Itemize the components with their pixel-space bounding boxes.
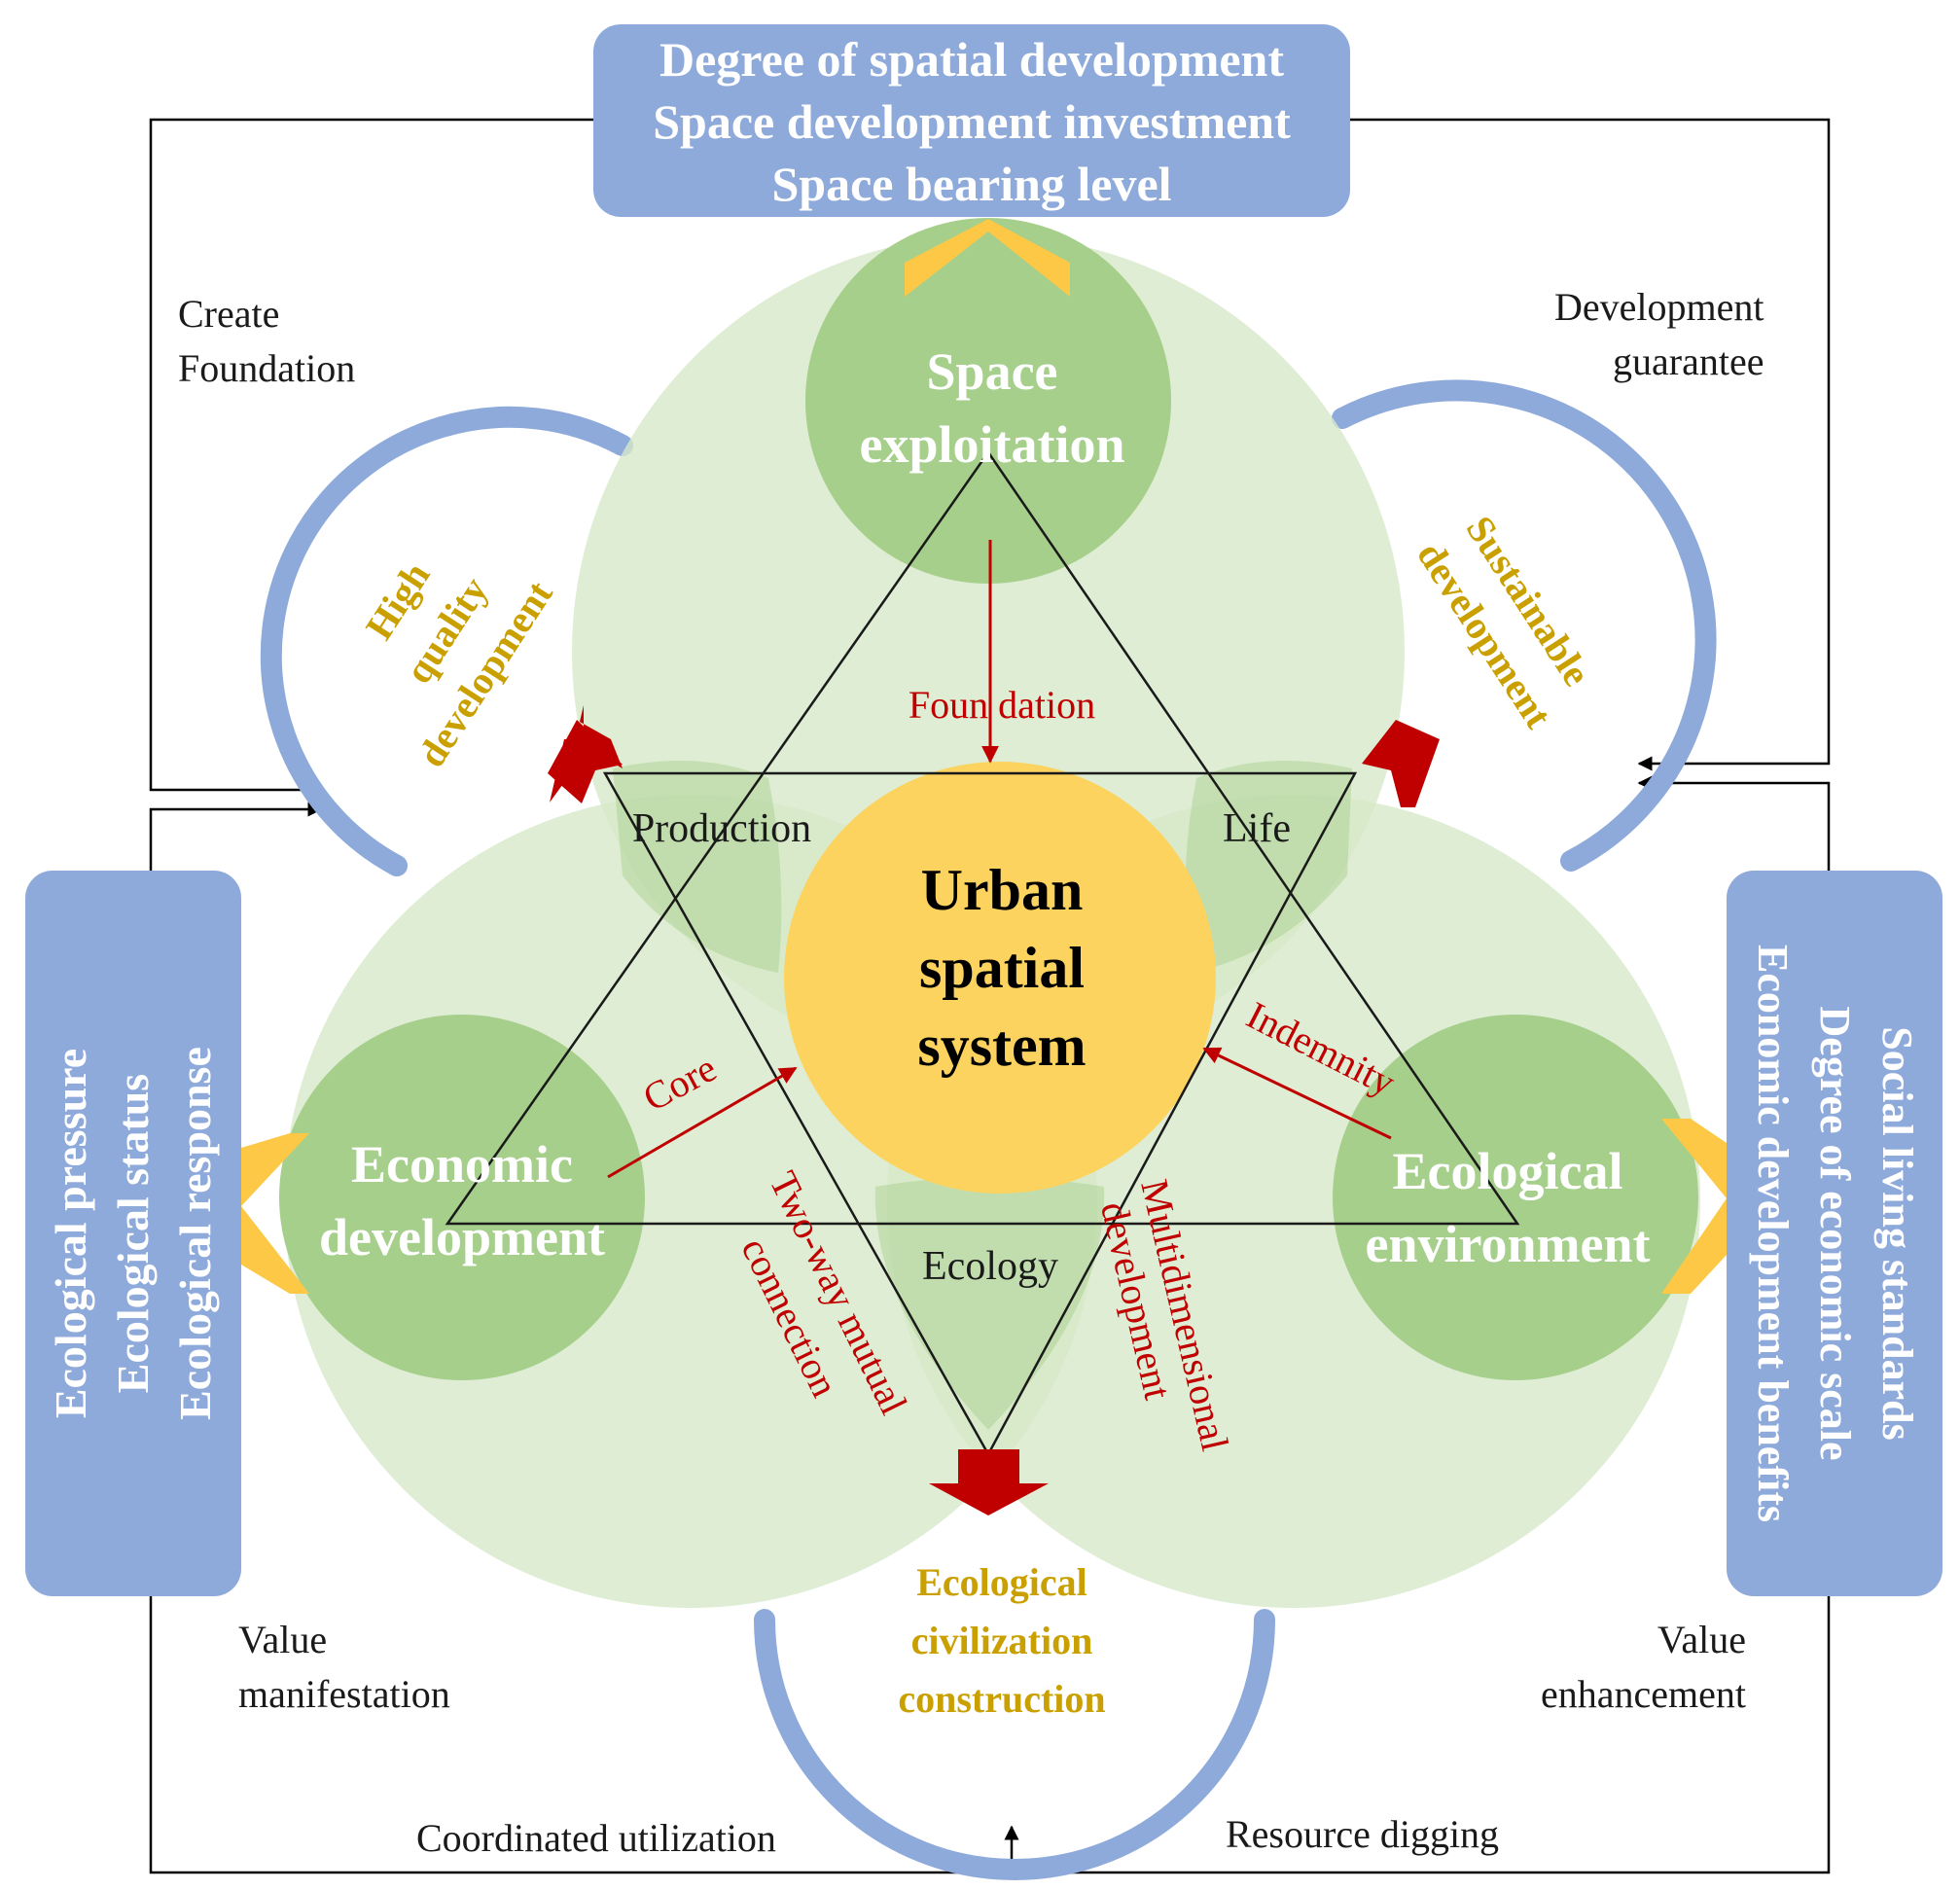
- arc-civilization: [754, 1609, 1275, 1880]
- zone-labels: Production Life Ecology: [632, 806, 1291, 1289]
- create-foundation-line-1: Create: [178, 292, 280, 336]
- red-block-arrows: [548, 705, 1440, 1516]
- label-civilization: civilization: [911, 1619, 1093, 1662]
- arc-sustainable: [1332, 379, 1717, 872]
- label-development-guarantee: Development guarantee: [1554, 280, 1764, 389]
- label-ecology: Ecology: [922, 1244, 1058, 1289]
- arrow-indemnity: [1202, 1047, 1392, 1140]
- label-spatial: spatial: [919, 936, 1085, 1000]
- chevron-top: [905, 219, 1070, 297]
- label-space-exploitation-2: exploitation: [859, 415, 1124, 474]
- connector-top-right: [1350, 118, 1831, 771]
- label-coordinated-utilization: Coordinated utilization: [416, 1816, 776, 1860]
- right-box-line-3: Economic development benefits: [1749, 945, 1797, 1522]
- left-box-line-1: Ecological pressure: [46, 1048, 95, 1419]
- label-ecological-civ: Ecological: [916, 1560, 1087, 1604]
- label-production: Production: [632, 806, 811, 851]
- relation-arrows: [607, 540, 1392, 1179]
- right-indicator-box: Social living standards Degree of econom…: [1727, 871, 1942, 1596]
- right-box-line-1: Social living standards: [1873, 1026, 1921, 1441]
- star-triangles: [445, 449, 1520, 1457]
- chevron-left: [241, 1133, 309, 1294]
- label-ecological-environment-2: environment: [1366, 1215, 1651, 1273]
- connector-top-left: [149, 118, 593, 798]
- label-resource-digging: Resource digging: [1226, 1812, 1500, 1856]
- chevrons: [241, 219, 1727, 1294]
- left-box-text: Ecological pressure Ecological status Ec…: [40, 1047, 227, 1420]
- label-foundation: Foun dation: [909, 683, 1095, 727]
- label-system: system: [917, 1014, 1086, 1078]
- overlap-zones: [613, 761, 1352, 1430]
- top-box-line-1: Degree of spatial development: [659, 32, 1285, 87]
- right-box-line-2: Degree of economic scale: [1811, 1006, 1859, 1461]
- circle-space-exploitation: [805, 218, 1171, 584]
- label-economic-development-2: development: [319, 1208, 605, 1266]
- development-guarantee-line-2: guarantee: [1613, 339, 1764, 383]
- value-manifestation-line-1: Value: [238, 1618, 328, 1661]
- red-arrow-bottom: [929, 1449, 1049, 1516]
- circle-texts: Space exploitation Economic development …: [319, 342, 1650, 1273]
- label-economic-development: Economic: [351, 1135, 573, 1194]
- chevron-right: [1661, 1119, 1727, 1294]
- create-foundation-line-2: Foundation: [178, 346, 356, 390]
- label-urban: Urban: [921, 858, 1084, 922]
- development-guarantee-line-1: Development: [1554, 285, 1764, 329]
- left-box-line-2: Ecological status: [108, 1073, 158, 1394]
- label-space-exploitation: Space: [927, 342, 1058, 401]
- value-enhancement-line-1: Value: [1657, 1618, 1746, 1661]
- zone-ecology: [874, 1177, 1105, 1430]
- label-ecological-environment: Ecological: [1393, 1142, 1623, 1200]
- label-create-foundation: Create Foundation: [178, 287, 355, 396]
- red-arrow-left-head: [548, 720, 623, 803]
- connector-right-up: [1637, 775, 1831, 871]
- arrow-core: [607, 1066, 798, 1179]
- left-box-line-3: Ecological response: [170, 1047, 220, 1420]
- left-indicator-box: Ecological pressure Ecological status Ec…: [25, 871, 241, 1596]
- red-arrow-right-head: [1362, 720, 1440, 807]
- label-value-manifestation: Value manifestation: [238, 1613, 450, 1722]
- label-value-enhancement: Value enhancement: [1498, 1613, 1746, 1722]
- zone-life: [1185, 761, 1352, 973]
- arc-high-quality: [260, 406, 633, 876]
- triangle-down: [602, 771, 1358, 1457]
- top-indicator-box: Degree of spatial development Space deve…: [593, 24, 1350, 217]
- value-manifestation-line-2: manifestation: [238, 1672, 450, 1716]
- value-enhancement-line-2: enhancement: [1541, 1672, 1746, 1716]
- inner-circles: [279, 218, 1698, 1380]
- circle-urban-spatial-system: [784, 762, 1216, 1194]
- top-box-line-3: Space bearing level: [771, 157, 1172, 211]
- blue-arcs: [260, 379, 1717, 1880]
- connector-left-up: [149, 802, 323, 871]
- label-construction: construction: [898, 1677, 1105, 1721]
- circle-ecological-environment: [1333, 1015, 1698, 1380]
- right-box-text: Social living standards Degree of econom…: [1741, 945, 1928, 1522]
- top-box-line-2: Space development investment: [653, 94, 1291, 149]
- circle-economic-development: [279, 1015, 645, 1380]
- label-life: Life: [1223, 806, 1291, 851]
- triangle-up: [445, 449, 1520, 1226]
